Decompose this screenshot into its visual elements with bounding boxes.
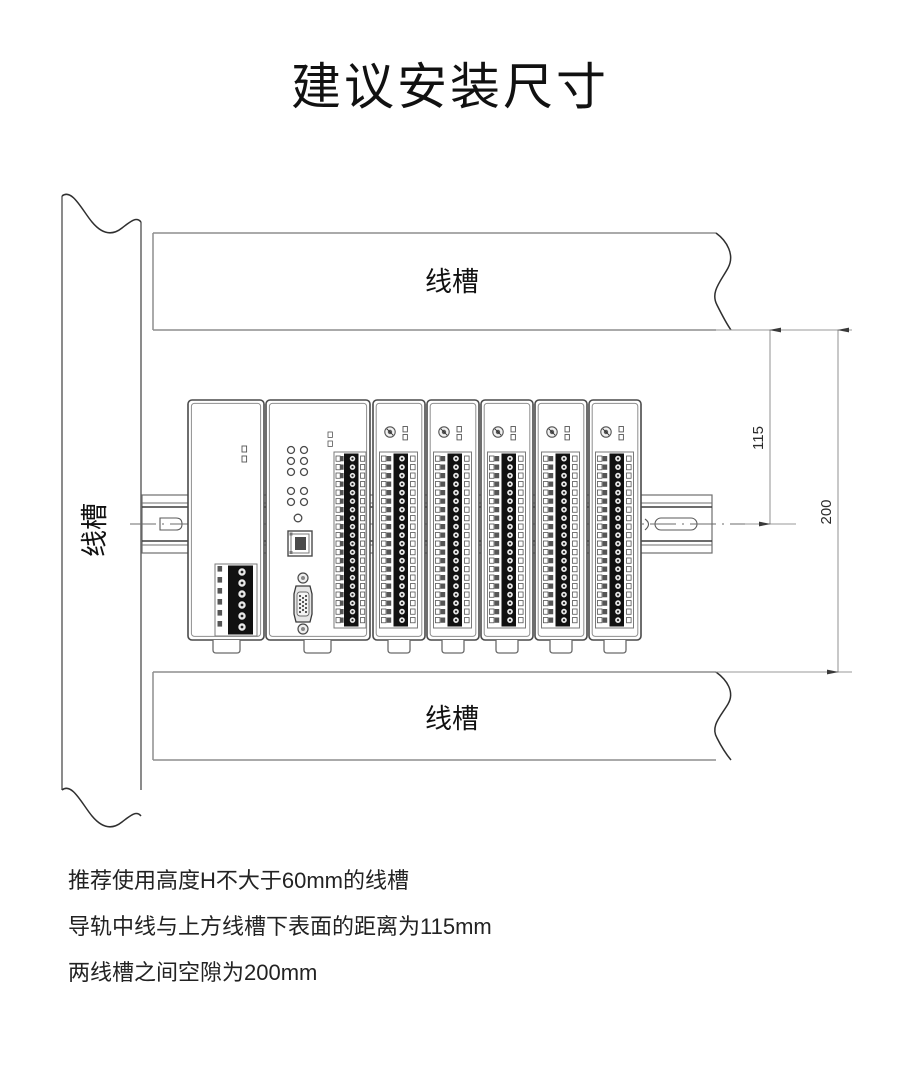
dimension-200-label: 200 [818, 499, 835, 524]
caption-line-1: 推荐使用高度H不大于60mm的线槽 [68, 868, 410, 893]
power-terminal-block [214, 563, 258, 637]
power-led-2 [241, 455, 248, 463]
wireway-bottom: 线槽 [152, 671, 732, 761]
io-module-3 [480, 399, 534, 654]
caption-line-3: 两线槽之间空隙为200mm [68, 960, 318, 985]
wireway-left-label: 线槽 [80, 503, 110, 557]
cpu-terminal-block [327, 431, 367, 629]
wireway-left: 线槽 [61, 193, 142, 828]
dimension-annotations: 115 200 [716, 327, 852, 675]
cpu-status-led [293, 513, 303, 523]
din-clip [303, 640, 332, 654]
din-clip [212, 640, 241, 654]
caption-line-2: 导轨中线与上方线槽下表面的距离为115mm [68, 914, 492, 939]
dimension-200: 200 [818, 327, 849, 675]
dimension-115-label: 115 [750, 426, 767, 450]
cpu-led-group-b [286, 486, 309, 507]
page-title: 建议安装尺寸 [291, 59, 609, 115]
dimension-115: 115 [750, 327, 781, 527]
rj45-port [287, 530, 313, 557]
plc-module-stack [187, 399, 642, 654]
wireway-bottom-label: 线槽 [425, 704, 479, 734]
power-led-1 [241, 445, 248, 453]
caption-block: 推荐使用高度H不大于60mm的线槽 导轨中线与上方线槽下表面的距离为115mm … [68, 858, 828, 996]
wireway-top-label: 线槽 [425, 267, 479, 297]
cpu-module [265, 399, 371, 654]
io-module-4 [534, 399, 588, 654]
db9-port [293, 572, 313, 635]
io-module-2 [426, 399, 480, 654]
power-supply-module [187, 399, 265, 654]
io-module-1 [372, 399, 426, 654]
wireway-top: 线槽 [152, 232, 732, 331]
cpu-led-group-a [286, 445, 309, 477]
io-module-5 [588, 399, 642, 654]
